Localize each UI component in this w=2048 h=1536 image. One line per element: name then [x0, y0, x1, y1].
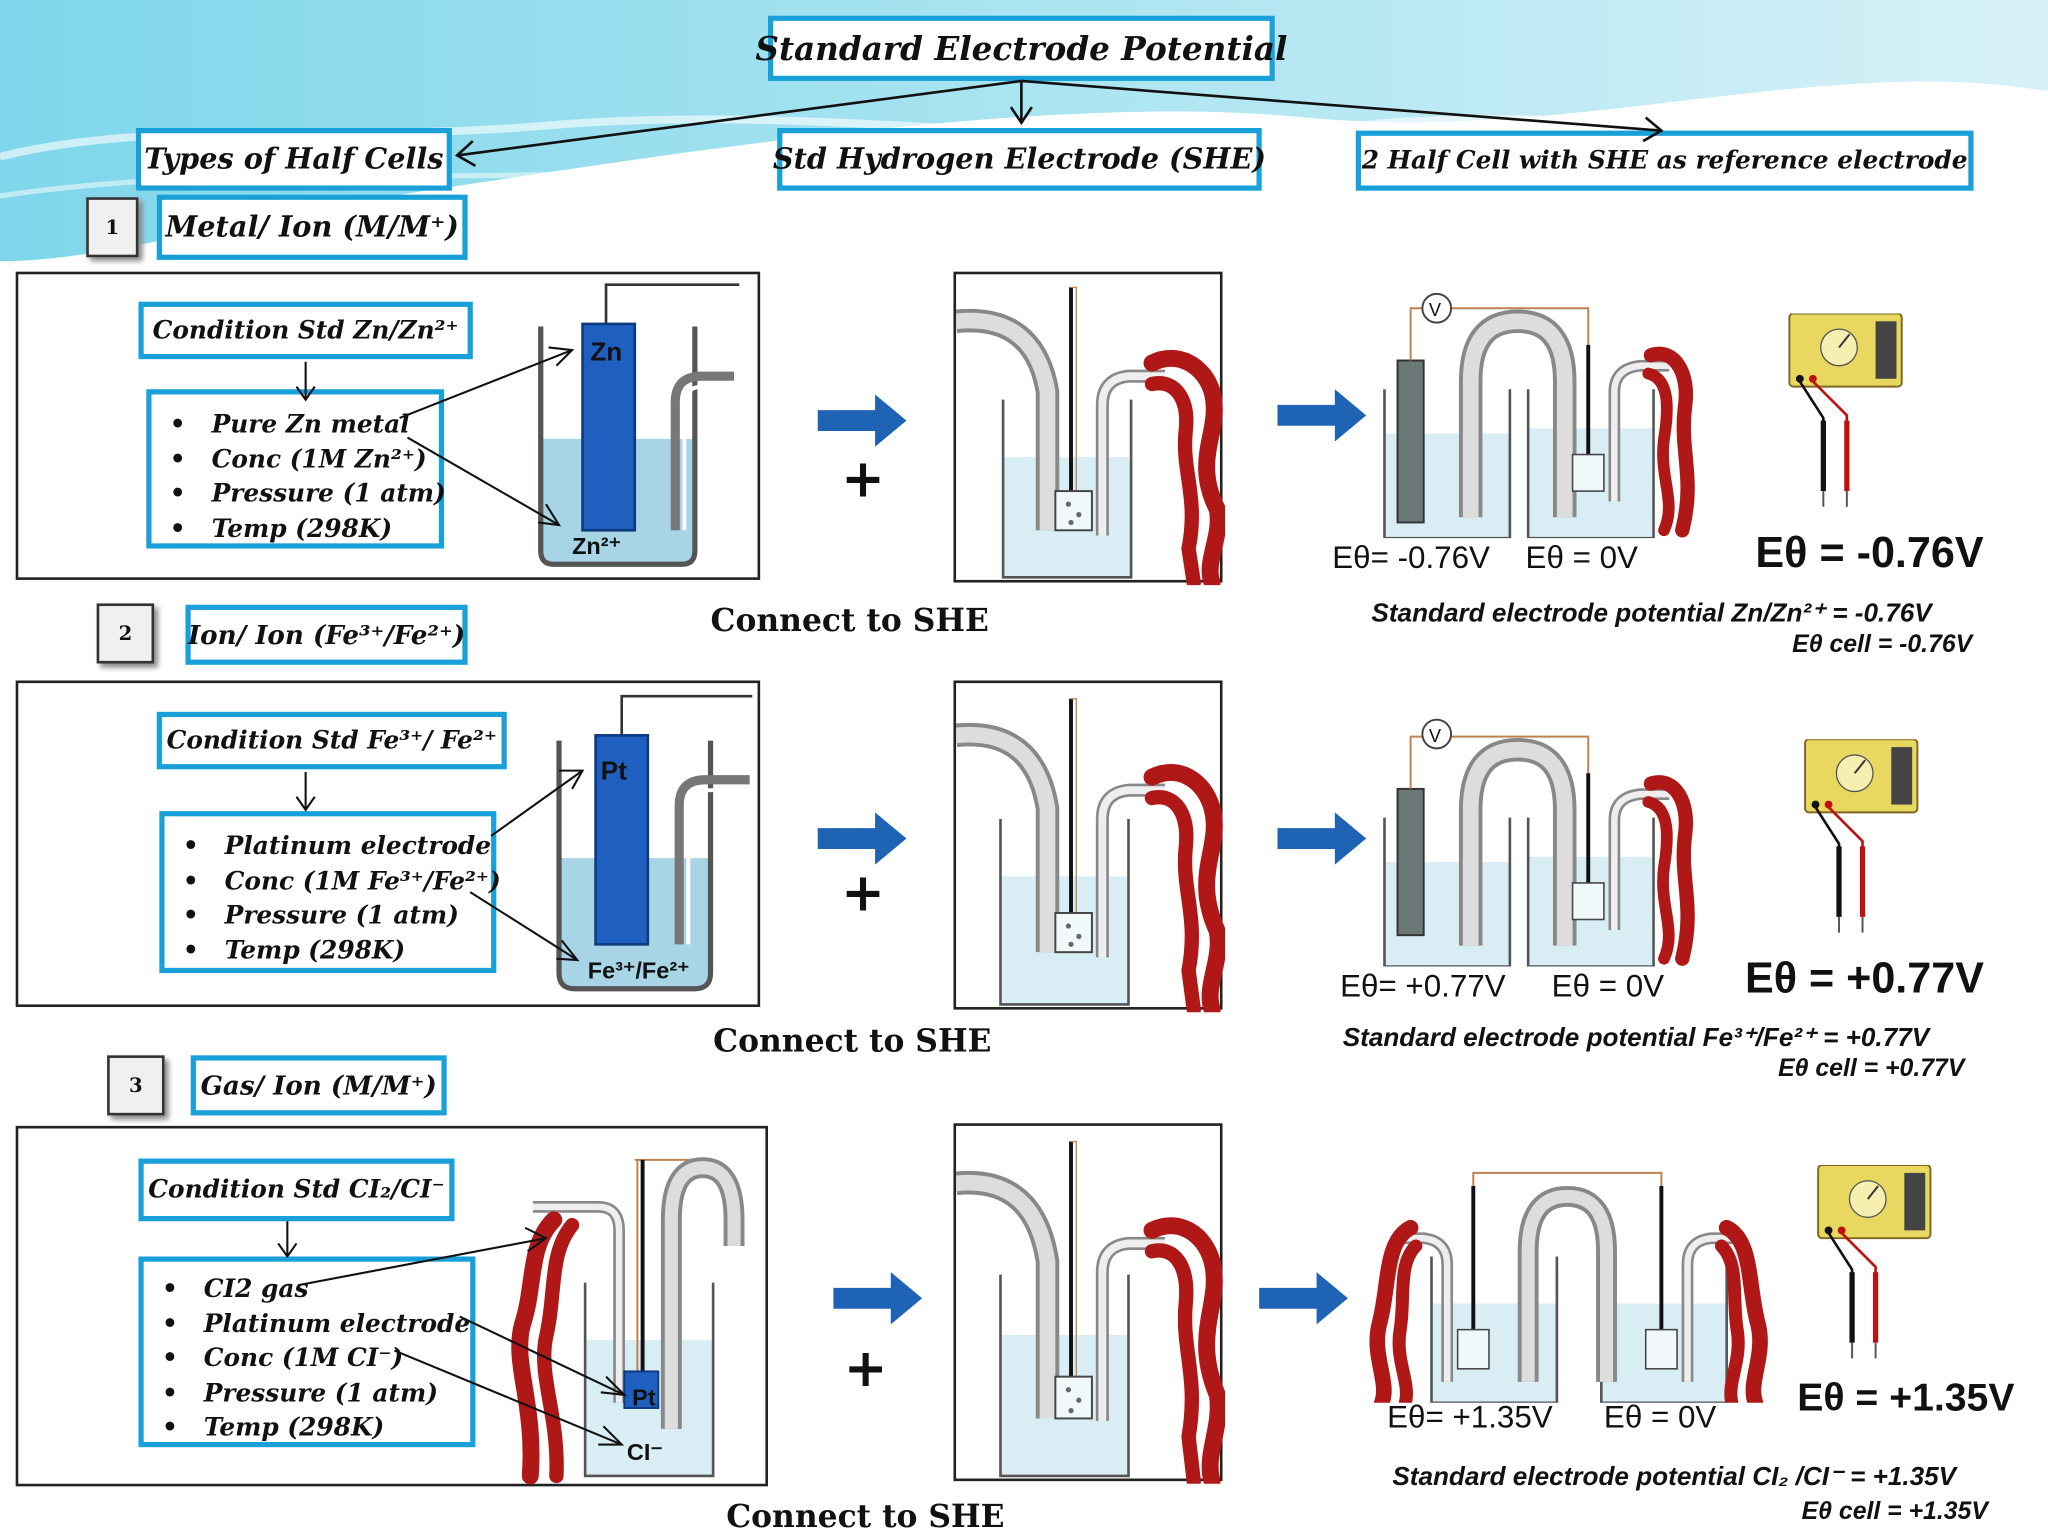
row-2-condition-box: Condition Std Fe³⁺/ Fe²⁺ [156, 711, 507, 770]
row-3-pointer-arrows [277, 1221, 628, 1446]
row-2-connect-label: Connect to SHE [713, 1021, 992, 1060]
she-cell-diagram [956, 698, 1226, 1013]
row-2-plus: + [841, 863, 885, 924]
row-2-number-text: 2 [118, 621, 133, 646]
row-1-e-right: Eθ = 0V [1525, 540, 1638, 576]
row-2-ecell: Eθ cell = +0.77V [1778, 1055, 1965, 1083]
row-1-pointer-arrows [295, 346, 575, 527]
row-1-arrow-to-cell [1277, 389, 1367, 442]
she-cell-diagram [956, 1140, 1226, 1484]
row-2-e-big: Eθ = +0.77V [1744, 953, 1984, 1002]
cl-half-cell-diagram: Pt CI⁻ [511, 1157, 745, 1485]
bullet-item: Pressure (1 atm) [183, 899, 491, 934]
row-2-arrow-to-cell [1277, 812, 1367, 865]
row-3-she-panel [953, 1123, 1226, 1484]
row-1-arrow-to-she [817, 394, 907, 447]
row-1-e-big: Eθ = -0.76V [1755, 527, 1984, 576]
row-3-arrow-to-she [833, 1272, 923, 1325]
row-1-she-panel [953, 271, 1226, 586]
row-1-e-left: Eθ= -0.76V [1332, 540, 1490, 576]
row-2-bullet-box: Platinum electrode Conc (1M Fe³⁺/Fe²⁺) P… [159, 811, 501, 974]
row-1-condition: Condition Std Zn/Zn²⁺ [152, 316, 459, 345]
row-1-number-text: 1 [105, 215, 120, 240]
row-1-connect-label: Connect to SHE [710, 600, 989, 639]
row-3-e-big: Eθ = +1.35V [1797, 1376, 2015, 1420]
bullet-item: Temp (298K) [170, 511, 439, 546]
svg-text:V: V [1429, 725, 1442, 746]
row-2-arrow-to-she [817, 812, 907, 865]
row-1-plus: + [841, 449, 885, 510]
bullet-item: Pure Zn metal [170, 408, 439, 443]
types-of-half-cells-box: Types of Half Cells [135, 127, 452, 191]
row-2-e-left: Eθ= +0.77V [1340, 969, 1506, 1005]
row-1-standard-potential: Standard electrode potential Zn/Zn²⁺ = -… [1371, 599, 1932, 629]
row-2-condition: Condition Std Fe³⁺/ Fe²⁺ [166, 726, 497, 755]
row-3-connect-label: Connect to SHE [726, 1496, 1005, 1535]
bullet-item: Pressure (1 atm) [162, 1376, 470, 1411]
she-label: Std Hydrogen Electrode (SHE) [772, 142, 1267, 177]
svg-text:V: V [1429, 299, 1442, 320]
she-box: Std Hydrogen Electrode (SHE) [773, 127, 1266, 191]
bullet-item: Conc (1M Zn²⁺) [170, 442, 439, 477]
bullet-item: Platinum electrode [183, 829, 491, 864]
svg-text:Pt: Pt [632, 1384, 656, 1410]
row-1-multimeter [1788, 313, 1903, 507]
bullet-item: Pressure (1 atm) [170, 477, 446, 512]
row-1-type-box: Metal/ Ion (M/M⁺) [156, 194, 468, 260]
svg-text:Zn: Zn [590, 336, 622, 366]
row-3-e-right: Eθ = 0V [1603, 1400, 1717, 1436]
row-1-type: Metal/ Ion (M/M⁺) [165, 210, 459, 245]
row-3-e-left: Eθ= +1.35V [1387, 1400, 1553, 1436]
title-box: Standard Electrode Potential [755, 15, 1287, 81]
svg-text:Pt: Pt [601, 756, 627, 786]
svg-text:CI⁻: CI⁻ [627, 1439, 663, 1465]
bullet-item: Temp (298K) [162, 1411, 470, 1446]
row-3-number-text: 3 [129, 1073, 143, 1098]
row-3-arrow-to-cell [1259, 1272, 1348, 1325]
row-1-condition-box: Condition Std Zn/Zn²⁺ [138, 301, 473, 360]
bullet-item: Platinum electrode [162, 1307, 470, 1342]
row-2-e-right: Eθ = 0V [1551, 969, 1665, 1005]
row-3-standard-potential: Standard electrode potential CI₂ /CI⁻ = … [1392, 1462, 1957, 1492]
pt-electrode [594, 734, 650, 946]
row-3-condition: Condition Std CI₂/CI⁻ [148, 1175, 445, 1205]
row-3-bullet-box: CI2 gas Platinum electrode Conc (1M CI⁻)… [138, 1256, 476, 1448]
row-2-she-panel [953, 680, 1226, 1013]
bullet-item: CI2 gas [162, 1272, 470, 1307]
zn-half-cell-diagram: Zn Zn²⁺ [538, 283, 740, 567]
bullet-item: Temp (298K) [183, 933, 491, 968]
row-2-full-cell-diagram: V [1383, 718, 1695, 967]
bullet-item: Conc (1M CI⁻) [162, 1341, 470, 1376]
row-1-ecell: Eθ cell = -0.76V [1792, 630, 1973, 659]
row-2-type: Ion/ Ion (Fe³⁺/Fe²⁺) [187, 619, 466, 651]
title-connectors [454, 79, 1664, 168]
zn-electrode [581, 322, 637, 532]
row-3-multimeter [1817, 1165, 1932, 1359]
row-3-full-cell-diagram [1369, 1171, 1768, 1403]
row-1-full-cell-diagram: V [1383, 292, 1695, 539]
two-half-cell-box: 2 Half Cell with SHE as reference electr… [1355, 130, 1974, 191]
svg-text:Zn²⁺: Zn²⁺ [572, 533, 621, 559]
page-title: Standard Electrode Potential [755, 29, 1288, 68]
row-3-number: 3 [107, 1055, 165, 1116]
bullet-item: Conc (1M Fe³⁺/Fe²⁺) [183, 864, 501, 899]
row-2-multimeter [1804, 739, 1919, 933]
she-cell-diagram [956, 286, 1226, 586]
row-2-pointer-arrows [295, 769, 585, 962]
row-1-number: 1 [86, 197, 139, 258]
row-3-ecell: Eθ cell = +1.35V [1801, 1498, 1988, 1526]
fe-half-cell-diagram: Pt Fe³⁺/Fe²⁺ [556, 694, 753, 992]
row-1-bullet-box: Pure Zn metal Conc (1M Zn²⁺) Pressure (1… [146, 389, 446, 549]
row-2-number: 2 [96, 603, 155, 664]
row-3-condition-box: Condition Std CI₂/CI⁻ [138, 1158, 455, 1222]
row-3-plus: + [843, 1338, 888, 1399]
row-2-standard-potential: Standard electrode potential Fe³⁺/Fe²⁺ =… [1342, 1023, 1930, 1053]
row-3-type-box: Gas/ Ion (M/M⁺) [190, 1055, 447, 1116]
row-2-type-box: Ion/ Ion (Fe³⁺/Fe²⁺) [185, 604, 468, 665]
types-label: Types of Half Cells [144, 142, 444, 177]
two-half-cell-label: 2 Half Cell with SHE as reference electr… [1361, 146, 1968, 176]
svg-text:Fe³⁺/Fe²⁺: Fe³⁺/Fe²⁺ [588, 957, 690, 983]
row-3-type: Gas/ Ion (M/M⁺) [200, 1069, 437, 1102]
